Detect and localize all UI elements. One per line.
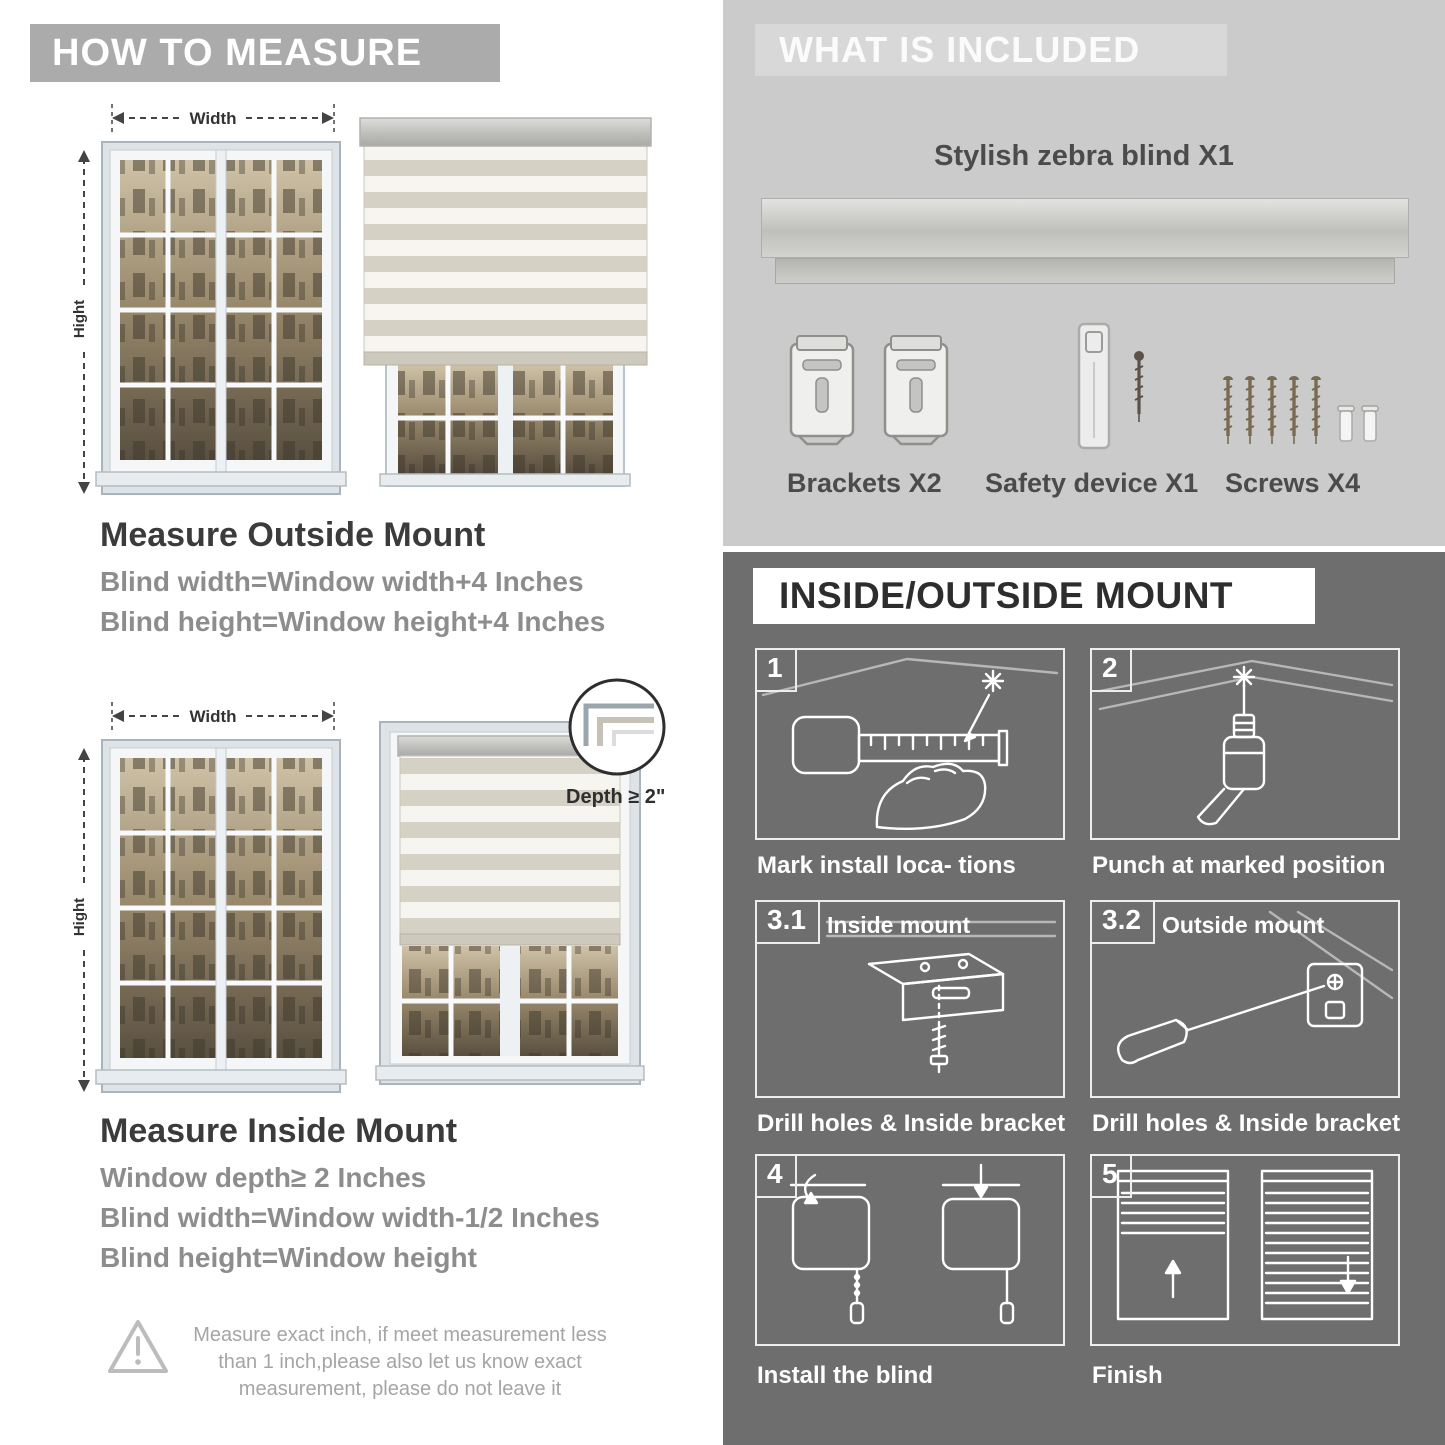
- depth-zoom-circle: [568, 678, 666, 776]
- mount-section-header: INSIDE/OUTSIDE MOUNT: [753, 568, 1315, 624]
- step-2-box: 2: [1090, 648, 1400, 840]
- brackets-icon: [789, 334, 949, 446]
- zebra-blind-inside-mount-illustration: [375, 721, 645, 1085]
- brackets-label: Brackets X2: [787, 468, 942, 498]
- outside-mount-window-illustration: Width Hight: [71, 104, 347, 495]
- step-3-2-box: 3.2 Outside mount: [1090, 900, 1400, 1098]
- step-4-number: 4: [757, 1156, 797, 1198]
- step-3-1-caption: Drill holes & Inside bracket: [757, 1110, 1066, 1137]
- inside-mount-window-illustration: Width Hight: [71, 702, 347, 1093]
- window-frame-graphic: [95, 141, 347, 495]
- step-3-1-title: Inside mount: [827, 912, 971, 938]
- hight-label: Hight: [71, 898, 88, 936]
- how-to-measure-header: HOW TO MEASURE: [30, 24, 500, 82]
- step-3-1-box: 3.1 Inside mount: [755, 900, 1065, 1098]
- what-is-included-header: WHAT IS INCLUDED: [755, 24, 1227, 76]
- window-behind-blind-graphic: [379, 359, 631, 487]
- safety-device-label: Safety device X1: [985, 468, 1199, 498]
- step-3-1-number: 3.1: [757, 902, 820, 944]
- blind-headrail-bottom-illustration: [775, 258, 1395, 284]
- inside-formula-height: Blind height=Window height: [100, 1242, 477, 1273]
- finished-blinds-illustration: [1116, 1169, 1374, 1321]
- step-5-caption: Finish: [1092, 1362, 1163, 1389]
- step-1-number: 1: [757, 650, 797, 692]
- screws-icon: [1221, 374, 1379, 446]
- step-3-2-title: Outside mount: [1162, 912, 1325, 938]
- outside-formula-height: Blind height=Window height+4 Inches: [100, 606, 606, 637]
- outside-bracket-illustration: [1116, 910, 1394, 1065]
- mark-location-illustration: [761, 657, 1059, 830]
- step-2-number: 2: [1092, 650, 1132, 692]
- step-3-2-caption: Drill holes & Inside bracket: [1092, 1110, 1401, 1137]
- drill-ceiling-illustration: [1098, 659, 1394, 826]
- width-label: Width: [189, 707, 236, 726]
- step-4-box: 4: [755, 1154, 1065, 1346]
- hight-label: Hight: [71, 300, 88, 338]
- width-label: Width: [189, 109, 236, 128]
- screws-label: Screws X4: [1225, 468, 1361, 498]
- safety-device-icon: [1077, 322, 1144, 450]
- step-3-2-number: 3.2: [1092, 902, 1155, 944]
- zebra-blind-outside-mount-illustration: [359, 117, 652, 487]
- outside-formula-width: Blind width=Window width+4 Inches: [100, 566, 584, 597]
- inside-bracket-illustration: [825, 920, 1057, 1074]
- step-4-caption: Install the blind: [757, 1362, 934, 1389]
- what-is-included-panel: WHAT IS INCLUDED Stylish zebra blind X1: [723, 0, 1445, 546]
- install-blind-illustration: [789, 1163, 1021, 1325]
- step-1-caption: Mark install loca- tions: [757, 852, 1016, 879]
- warning-triangle-icon: [108, 1320, 168, 1373]
- inside-formula-depth: Window depth≥ 2 Inches: [100, 1162, 427, 1193]
- zebra-blind-count-label: Stylish zebra blind X1: [934, 140, 1234, 172]
- inside-outside-mount-panel: INSIDE/OUTSIDE MOUNT 1: [723, 552, 1445, 1445]
- step-1-box: 1: [755, 648, 1065, 840]
- outside-mount-title: Measure Outside Mount: [100, 516, 486, 554]
- window-frame-graphic: [95, 739, 347, 1093]
- inside-mount-title: Measure Inside Mount: [100, 1112, 458, 1150]
- blind-headrail-illustration: [761, 198, 1409, 258]
- depth-label: Depth ≥ 2": [566, 786, 666, 808]
- step-5-number: 5: [1092, 1156, 1132, 1198]
- step-2-caption: Punch at marked position: [1092, 852, 1386, 879]
- measure-note: Measure exact inch, if meet measurement …: [193, 1324, 607, 1400]
- inside-formula-width: Blind width=Window width-1/2 Inches: [100, 1202, 600, 1233]
- step-5-box: 5: [1090, 1154, 1400, 1346]
